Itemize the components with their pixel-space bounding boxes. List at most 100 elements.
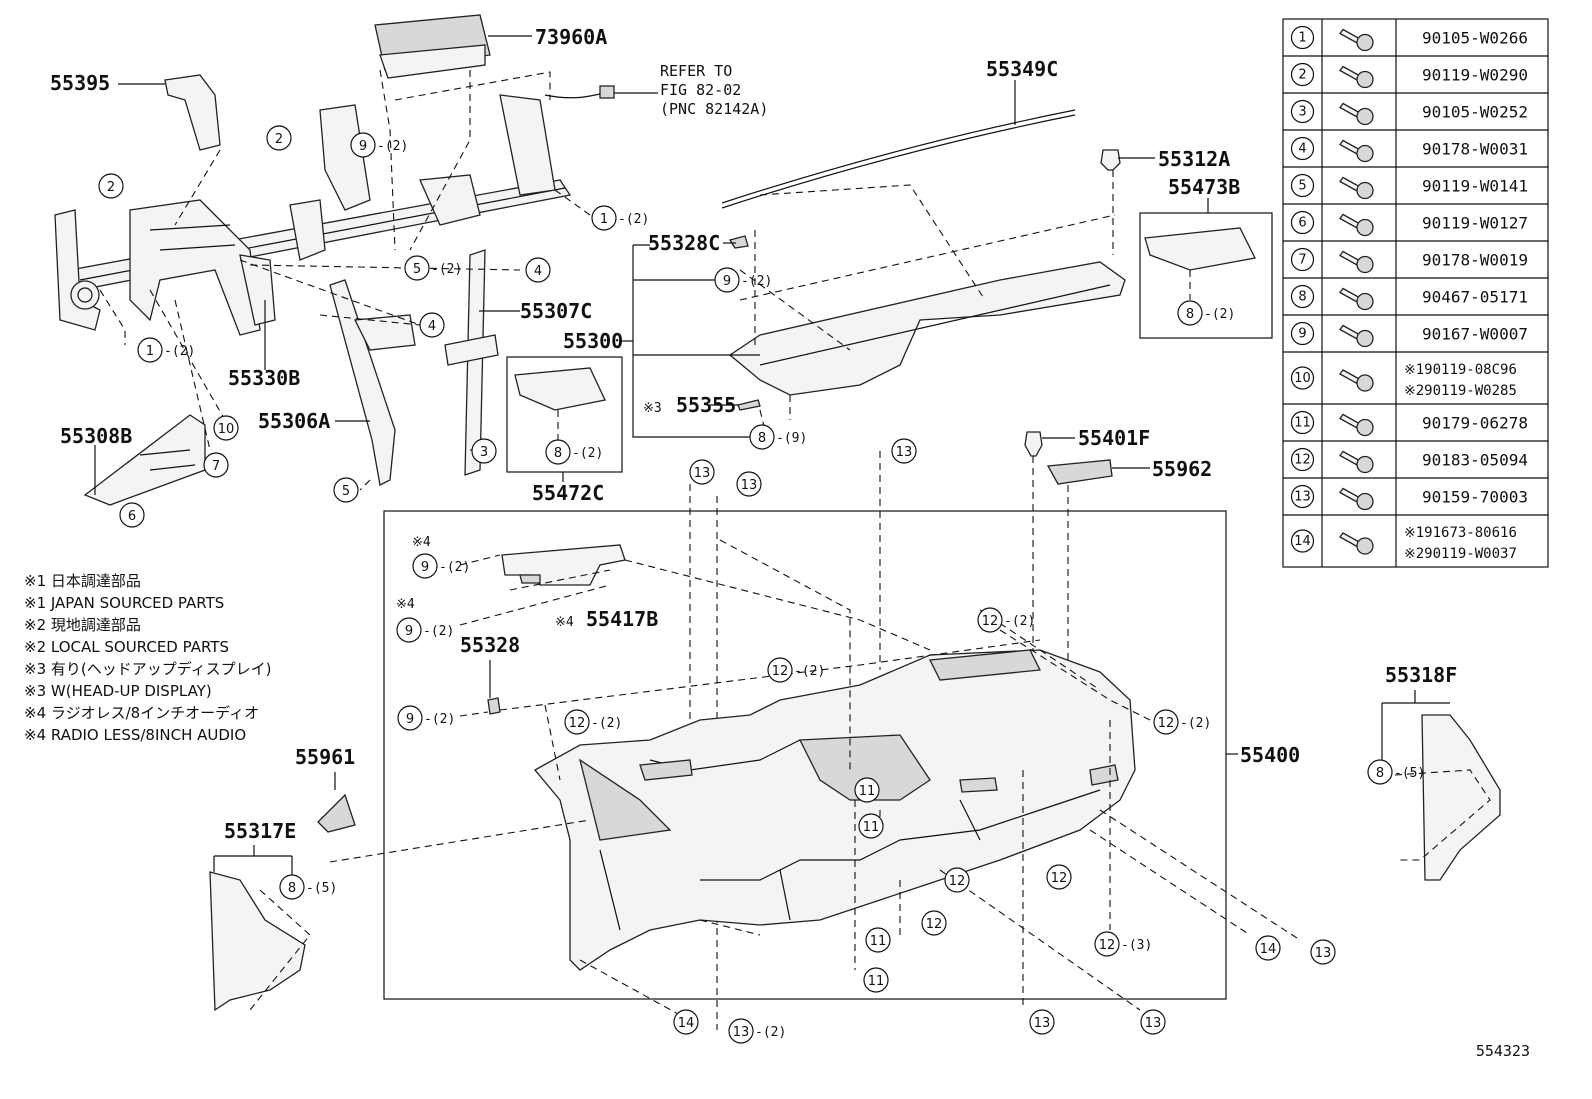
label-55355: 55355 xyxy=(676,393,736,417)
svg-text:12: 12 xyxy=(1158,716,1175,731)
svg-text:-(9): -(9) xyxy=(776,431,807,446)
row-number: 12 xyxy=(1294,453,1311,468)
figure-id: 554323 xyxy=(1476,1042,1530,1060)
refer-line-2: FIG 82-02 xyxy=(660,81,741,99)
svg-text:4: 4 xyxy=(428,319,436,334)
row-number-circle xyxy=(1290,529,1315,553)
note-mark-3: ※3 xyxy=(643,401,662,416)
svg-text:11: 11 xyxy=(863,820,880,835)
svg-text:12: 12 xyxy=(949,874,966,889)
table-row: 10※190119-08C96※290119-W0285 xyxy=(1283,351,1548,399)
svg-text:14: 14 xyxy=(678,1016,695,1031)
svg-text:10: 10 xyxy=(218,422,235,437)
leader-55318F xyxy=(1381,690,1450,760)
svg-text:9: 9 xyxy=(405,624,413,639)
callout-55318F: 8 -(5) xyxy=(1367,759,1425,785)
label-55473B: 55473B xyxy=(1168,175,1240,199)
row-number-circle xyxy=(1290,210,1315,235)
leader-lines-top-left xyxy=(94,35,658,495)
bracket-55417B-illustration xyxy=(501,544,626,586)
box-55472C: 8 -(2) xyxy=(506,356,623,473)
row-number-circle xyxy=(1290,99,1315,124)
fastener-head-icon xyxy=(1356,107,1374,126)
row-number-circle xyxy=(1290,410,1315,435)
callout-55317E: 8 -(5) xyxy=(279,874,337,900)
svg-text:8: 8 xyxy=(758,431,766,446)
callouts-top-left: 9 -(2) 2 2 1 -(2) 5 -(2) 4 4 1 -(2) 10 7… xyxy=(98,125,649,528)
svg-text:-(2): -(2) xyxy=(439,560,470,575)
fastener-head-icon xyxy=(1356,292,1374,311)
label-55961: 55961 xyxy=(295,745,355,769)
svg-text:13: 13 xyxy=(1315,946,1332,961)
instrument-panel-illustration xyxy=(533,649,1136,971)
svg-text:-(2): -(2) xyxy=(618,212,649,227)
side-cover-55318F-illustration xyxy=(1421,714,1501,881)
svg-text:1: 1 xyxy=(600,212,608,227)
note-line-7: ※4 ラジオレス/8インチオーディオ xyxy=(24,704,259,722)
part-number: 90178-W0031 xyxy=(1422,140,1528,159)
label-55962: 55962 xyxy=(1152,457,1212,481)
row-number: 5 xyxy=(1298,179,1306,194)
label-55312A: 55312A xyxy=(1158,147,1230,171)
svg-text:13: 13 xyxy=(694,466,711,481)
part-number: 90467-05171 xyxy=(1422,288,1528,307)
part-number: 90105-W0266 xyxy=(1422,29,1528,48)
fastener-head-icon xyxy=(1356,374,1374,392)
label-55472C: 55472C xyxy=(532,481,604,505)
callouts-above-main-box: 13 13 13 xyxy=(689,438,1069,1030)
svg-text:13: 13 xyxy=(1034,1016,1051,1031)
label-73960A: 73960A xyxy=(535,25,607,49)
svg-text:12: 12 xyxy=(1051,871,1068,886)
row-number-circle xyxy=(1290,484,1315,509)
row-number: 3 xyxy=(1298,105,1306,120)
table-row: 13 90159-70003 xyxy=(1283,477,1548,511)
row-number: 13 xyxy=(1294,490,1311,505)
leader-lines-top-center xyxy=(620,80,1209,438)
svg-text:12: 12 xyxy=(772,664,789,679)
row-number: 8 xyxy=(1298,290,1306,305)
svg-text:12: 12 xyxy=(982,614,999,629)
fastener-head-icon xyxy=(1356,218,1374,237)
clip-55328-illustration xyxy=(487,697,501,715)
part-number: 90159-70003 xyxy=(1422,488,1528,507)
fastener-head-icon xyxy=(1356,492,1374,511)
leader-55317E xyxy=(213,845,293,875)
note-line-4: ※2 LOCAL SOURCED PARTS xyxy=(24,638,229,656)
note-mark-4b: ※4 xyxy=(396,597,415,612)
svg-text:-(2): -(2) xyxy=(431,262,462,277)
note-mark-4a: ※4 xyxy=(412,535,431,550)
label-55300: 55300 xyxy=(563,329,623,353)
callouts-below-main-box: 14 13 14 13 -(2) 13 13 xyxy=(673,935,1336,1044)
svg-text:8: 8 xyxy=(554,446,562,461)
note-line-3: ※2 現地調達部品 xyxy=(24,616,141,634)
leader-dashes-top-left xyxy=(99,69,591,491)
label-55328C: 55328C xyxy=(648,231,720,255)
airbag-module-illustration xyxy=(374,14,491,79)
svg-text:-(2): -(2) xyxy=(1180,716,1211,731)
svg-text:14: 14 xyxy=(1260,942,1277,957)
label-55307C: 55307C xyxy=(520,299,592,323)
row-number-circle xyxy=(1290,321,1315,346)
svg-text:12: 12 xyxy=(1099,938,1116,953)
part-number: 90167-W0007 xyxy=(1422,325,1528,344)
svg-text:5: 5 xyxy=(342,484,350,499)
svg-text:-(2): -(2) xyxy=(741,274,772,289)
callouts-top-center: 9 -(2) 8 -(9) xyxy=(714,267,807,450)
svg-text:12: 12 xyxy=(569,716,586,731)
svg-text:-(2): -(2) xyxy=(1204,307,1235,322)
label-55308B: 55308B xyxy=(60,424,132,448)
box-55473B: 8 -(2) xyxy=(1139,212,1273,339)
leader-dashes-55318F xyxy=(1394,769,1491,861)
fastener-head-icon xyxy=(1356,455,1374,474)
svg-text:8: 8 xyxy=(1376,766,1384,781)
svg-text:2: 2 xyxy=(107,180,115,195)
svg-text:9: 9 xyxy=(421,560,429,575)
